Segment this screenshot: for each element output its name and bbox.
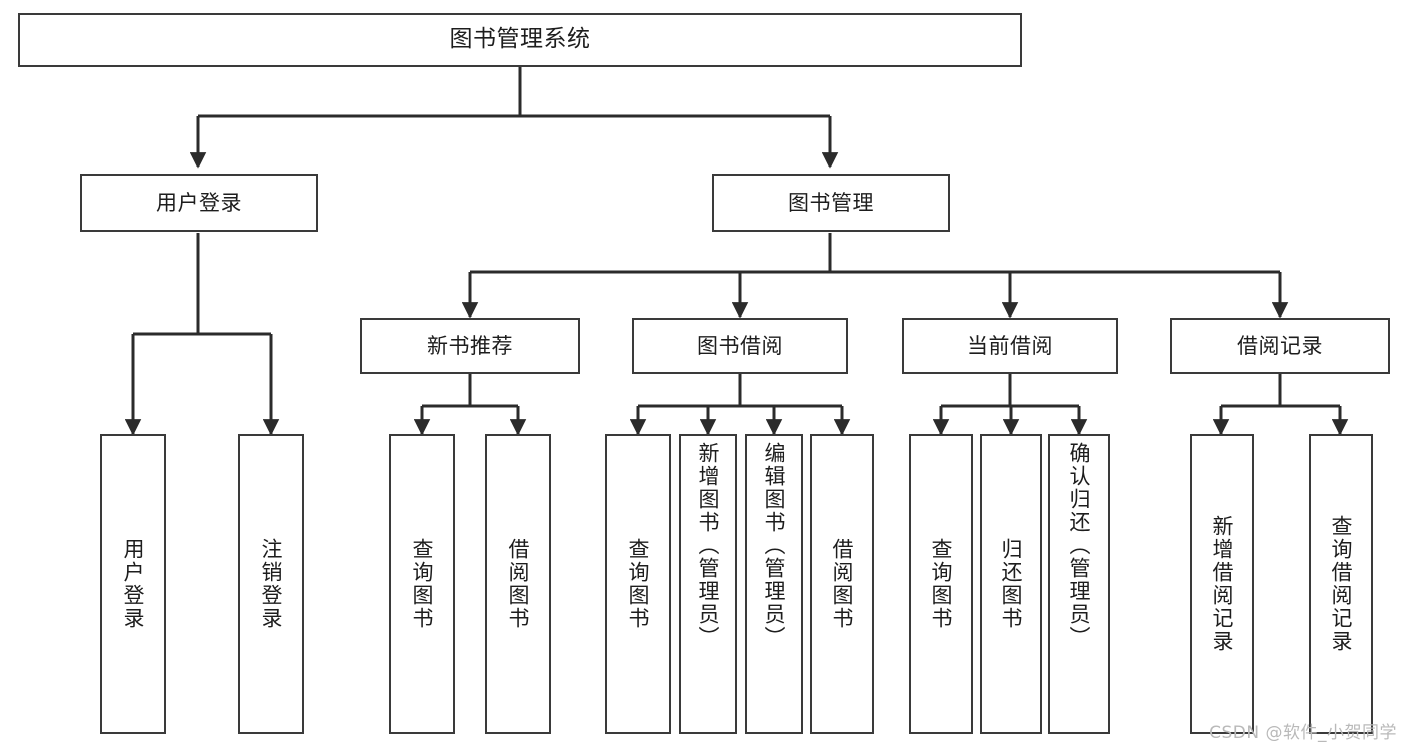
node-leaf-query-borrow-record[interactable]: 查询借阅记录 — [1309, 434, 1373, 734]
node-leaf-user-login[interactable]: 用户登录 — [100, 434, 166, 734]
node-leaf-edit-book-label: 编辑图书（管理员） — [762, 442, 787, 649]
node-leaf-borrow-book-label: 借阅图书 — [830, 538, 855, 630]
node-leaf-logout[interactable]: 注销登录 — [238, 434, 304, 734]
node-book-management-label: 图书管理 — [788, 190, 874, 215]
node-leaf-return-book[interactable]: 归还图书 — [980, 434, 1042, 734]
node-leaf-query-book-borrow[interactable]: 查询图书 — [605, 434, 671, 734]
node-leaf-user-login-label: 用户登录 — [121, 538, 146, 630]
node-leaf-add-book-label: 新增图书（管理员） — [696, 442, 721, 649]
csdn-watermark: CSDN @软件_小贺同学 — [1209, 723, 1397, 743]
node-new-book-recommend[interactable]: 新书推荐 — [360, 318, 580, 374]
node-leaf-confirm-return[interactable]: 确认归还（管理员） — [1048, 434, 1110, 734]
node-leaf-confirm-return-label: 确认归还（管理员） — [1067, 442, 1092, 649]
node-leaf-borrow-book[interactable]: 借阅图书 — [810, 434, 874, 734]
node-user-login-label: 用户登录 — [156, 190, 242, 215]
node-leaf-edit-book[interactable]: 编辑图书（管理员） — [745, 434, 803, 734]
node-book-borrow[interactable]: 图书借阅 — [632, 318, 848, 374]
node-borrow-record-label: 借阅记录 — [1237, 333, 1323, 358]
node-leaf-query-borrow-record-label: 查询借阅记录 — [1329, 515, 1354, 653]
node-current-borrow[interactable]: 当前借阅 — [902, 318, 1118, 374]
node-leaf-borrow-book-new-label: 借阅图书 — [506, 538, 531, 630]
node-leaf-query-book-new-label: 查询图书 — [410, 538, 435, 630]
node-leaf-query-book-current-label: 查询图书 — [929, 538, 954, 630]
node-root[interactable]: 图书管理系统 — [18, 13, 1022, 67]
node-current-borrow-label: 当前借阅 — [967, 333, 1053, 358]
node-new-book-recommend-label: 新书推荐 — [427, 333, 513, 358]
node-leaf-query-book-current[interactable]: 查询图书 — [909, 434, 973, 734]
node-borrow-record[interactable]: 借阅记录 — [1170, 318, 1390, 374]
node-leaf-add-borrow-record-label: 新增借阅记录 — [1210, 515, 1235, 653]
node-leaf-query-book-new[interactable]: 查询图书 — [389, 434, 455, 734]
node-leaf-borrow-book-new[interactable]: 借阅图书 — [485, 434, 551, 734]
node-leaf-logout-label: 注销登录 — [259, 538, 284, 630]
node-leaf-return-book-label: 归还图书 — [999, 538, 1024, 630]
node-leaf-add-book[interactable]: 新增图书（管理员） — [679, 434, 737, 734]
node-book-management[interactable]: 图书管理 — [712, 174, 950, 232]
node-leaf-query-book-borrow-label: 查询图书 — [626, 538, 651, 630]
node-user-login[interactable]: 用户登录 — [80, 174, 318, 232]
node-root-label: 图书管理系统 — [449, 26, 591, 53]
node-book-borrow-label: 图书借阅 — [697, 333, 783, 358]
node-leaf-add-borrow-record[interactable]: 新增借阅记录 — [1190, 434, 1254, 734]
